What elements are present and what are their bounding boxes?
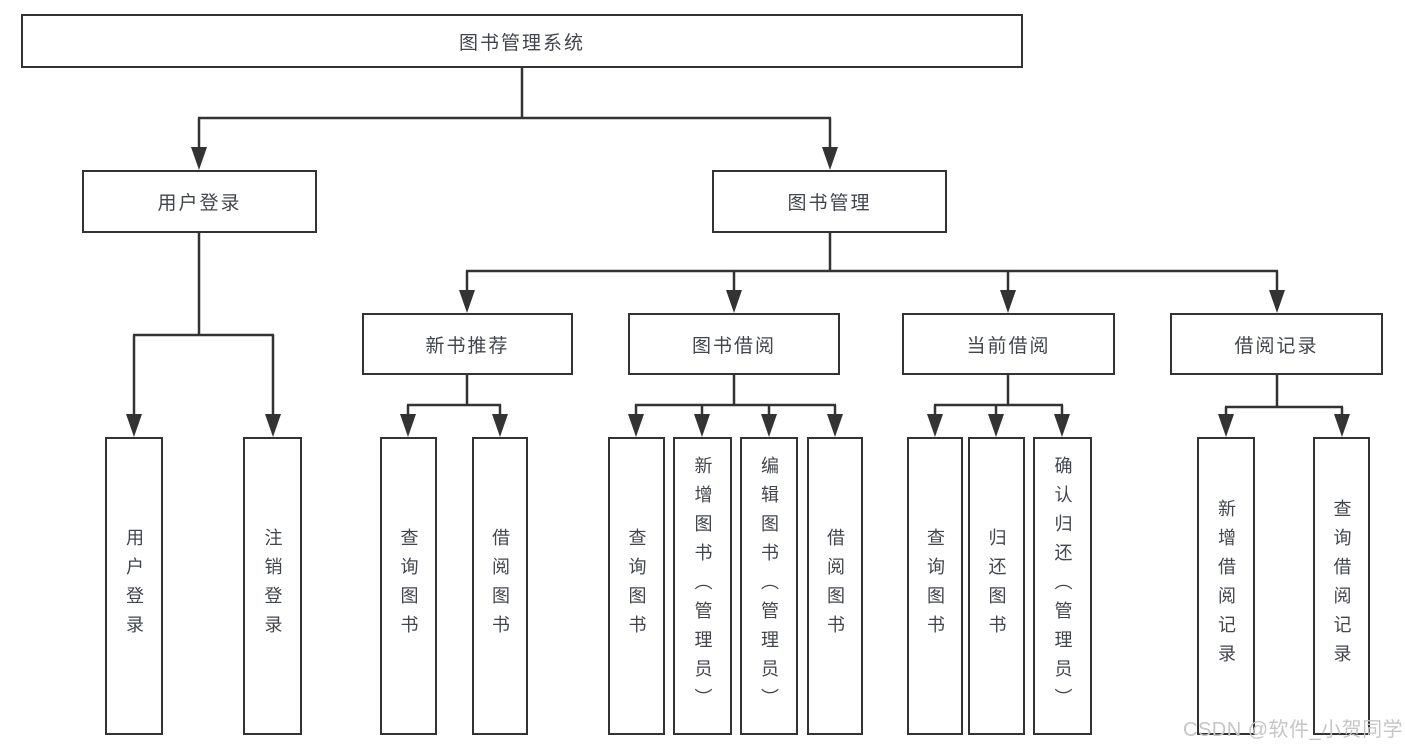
connector-arrowhead [694, 414, 710, 437]
leaf-borrow-book-recommend-label: 借阅图书 [490, 528, 510, 644]
leaf-borrow-book-borrowing: 借阅图书 [807, 437, 863, 735]
connector-arrowhead [126, 414, 142, 437]
connector-arrowhead [492, 414, 508, 437]
connector-arrowhead [459, 290, 475, 313]
connector-arrowhead [1334, 414, 1350, 437]
connector-arrowhead [761, 414, 777, 437]
leaf-borrow-book-borrowing-label: 借阅图书 [825, 528, 845, 644]
leaf-query-book-current: 查询图书 [907, 437, 963, 735]
connector-arrowhead [1269, 290, 1285, 313]
leaf-return-book: 归还图书 [968, 437, 1025, 735]
connector-arrowhead [191, 147, 207, 170]
node-book-borrowing: 图书借阅 [628, 313, 840, 375]
connector-arrowhead [726, 290, 742, 313]
node-borrowing-records: 借阅记录 [1170, 313, 1383, 375]
leaf-add-book-admin-label: 新增图书（管理员） [692, 455, 713, 717]
connector-arrowhead [1054, 414, 1070, 437]
connector-arrowhead [1000, 290, 1016, 313]
leaf-confirm-return-admin: 确认归还（管理员） [1033, 437, 1092, 735]
connector-arrowhead [1218, 414, 1234, 437]
leaf-return-book-label: 归还图书 [986, 528, 1007, 644]
leaf-edit-book-admin: 编辑图书（管理员） [740, 437, 798, 735]
leaf-query-book-current-label: 查询图书 [925, 528, 945, 644]
connector-arrowhead [628, 414, 644, 437]
leaf-edit-book-admin-label: 编辑图书（管理员） [759, 455, 779, 717]
connector-arrowhead [988, 414, 1004, 437]
leaf-logout-label: 注销登录 [262, 528, 283, 644]
node-user-login: 用户登录 [82, 170, 317, 233]
leaf-query-book-borrowing: 查询图书 [608, 437, 665, 735]
node-root-system: 图书管理系统 [21, 14, 1023, 68]
connector-arrowhead [265, 414, 281, 437]
node-new-book-recommend: 新书推荐 [362, 313, 573, 375]
leaf-query-book-recommend-label: 查询图书 [398, 528, 419, 644]
leaf-query-book-borrowing-label: 查询图书 [626, 528, 647, 644]
leaf-logout: 注销登录 [243, 437, 302, 735]
leaf-user-login: 用户登录 [105, 437, 163, 735]
leaf-add-borrow-record: 新增借阅记录 [1197, 437, 1255, 735]
node-current-borrowing: 当前借阅 [902, 313, 1115, 375]
connector-arrowhead [822, 147, 838, 170]
connector-arrowhead [927, 414, 943, 437]
leaf-query-borrow-record: 查询借阅记录 [1313, 437, 1370, 735]
leaf-add-book-admin: 新增图书（管理员） [673, 437, 732, 735]
csdn-watermark: CSDN @软件_小贺同学 [1183, 719, 1404, 741]
leaf-user-login-label: 用户登录 [124, 528, 144, 644]
leaf-add-borrow-record-label: 新增借阅记录 [1216, 499, 1236, 673]
leaf-confirm-return-admin-label: 确认归还（管理员） [1052, 455, 1073, 717]
connector-arrowhead [400, 414, 416, 437]
connector-arrowhead [827, 414, 843, 437]
leaf-borrow-book-recommend: 借阅图书 [472, 437, 528, 735]
leaf-query-borrow-record-label: 查询借阅记录 [1331, 499, 1352, 673]
node-book-management: 图书管理 [712, 170, 947, 233]
leaf-query-book-recommend: 查询图书 [380, 437, 437, 735]
